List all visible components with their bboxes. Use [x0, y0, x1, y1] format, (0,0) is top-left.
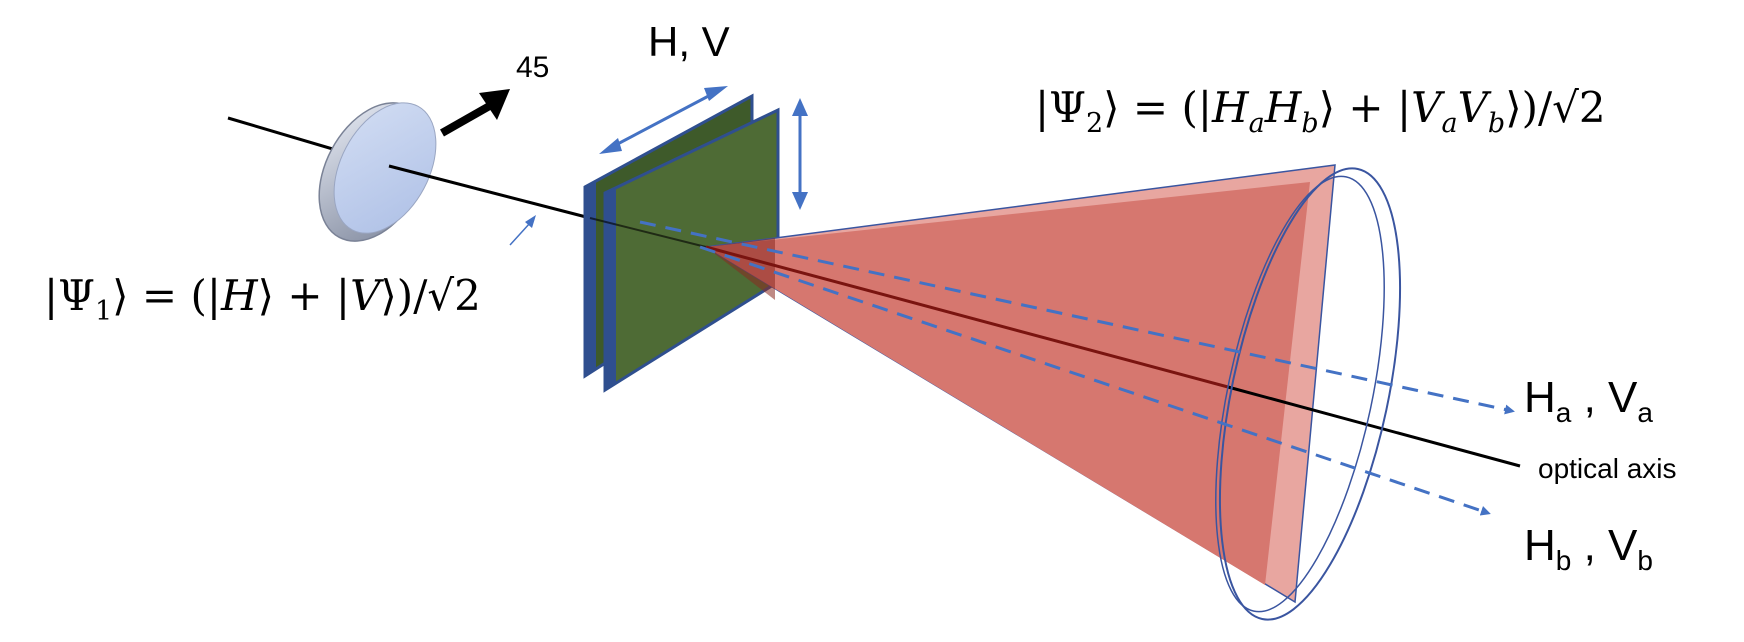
- rotation-arrow: [440, 89, 510, 137]
- polarization-v-arrow: [792, 98, 808, 210]
- photon-path-a: [639, 220, 1515, 415]
- psi2-equation: |Ψ2⟩ = (|HaHb⟩ + |VaVb⟩)/√2: [1035, 83, 1606, 139]
- wave-plate: [318, 102, 437, 242]
- psi1-equation: |Ψ1⟩ = (|H⟩ + |V⟩)/√2: [44, 271, 481, 327]
- photon-path-b: [699, 245, 1491, 516]
- polarization-h-arrow: [599, 86, 728, 154]
- optical-axis-line-outside: [1227, 385, 1521, 468]
- angle-label: 45: [516, 51, 549, 84]
- optical-axis-label: optical axis: [1538, 453, 1677, 484]
- emission-cone: [703, 164, 1336, 604]
- beam-to-crystal: [388, 164, 591, 220]
- optical-axis-line: [705, 245, 1229, 389]
- crystal-polarization-label: H, V: [648, 18, 730, 65]
- output-a-label: Ha , Va: [1524, 373, 1653, 428]
- cone-base: [1215, 167, 1402, 621]
- psi1-pointer: [509, 215, 536, 246]
- beam-through-crystal: [589, 217, 707, 248]
- output-b-label: Hb , Vb: [1524, 521, 1653, 576]
